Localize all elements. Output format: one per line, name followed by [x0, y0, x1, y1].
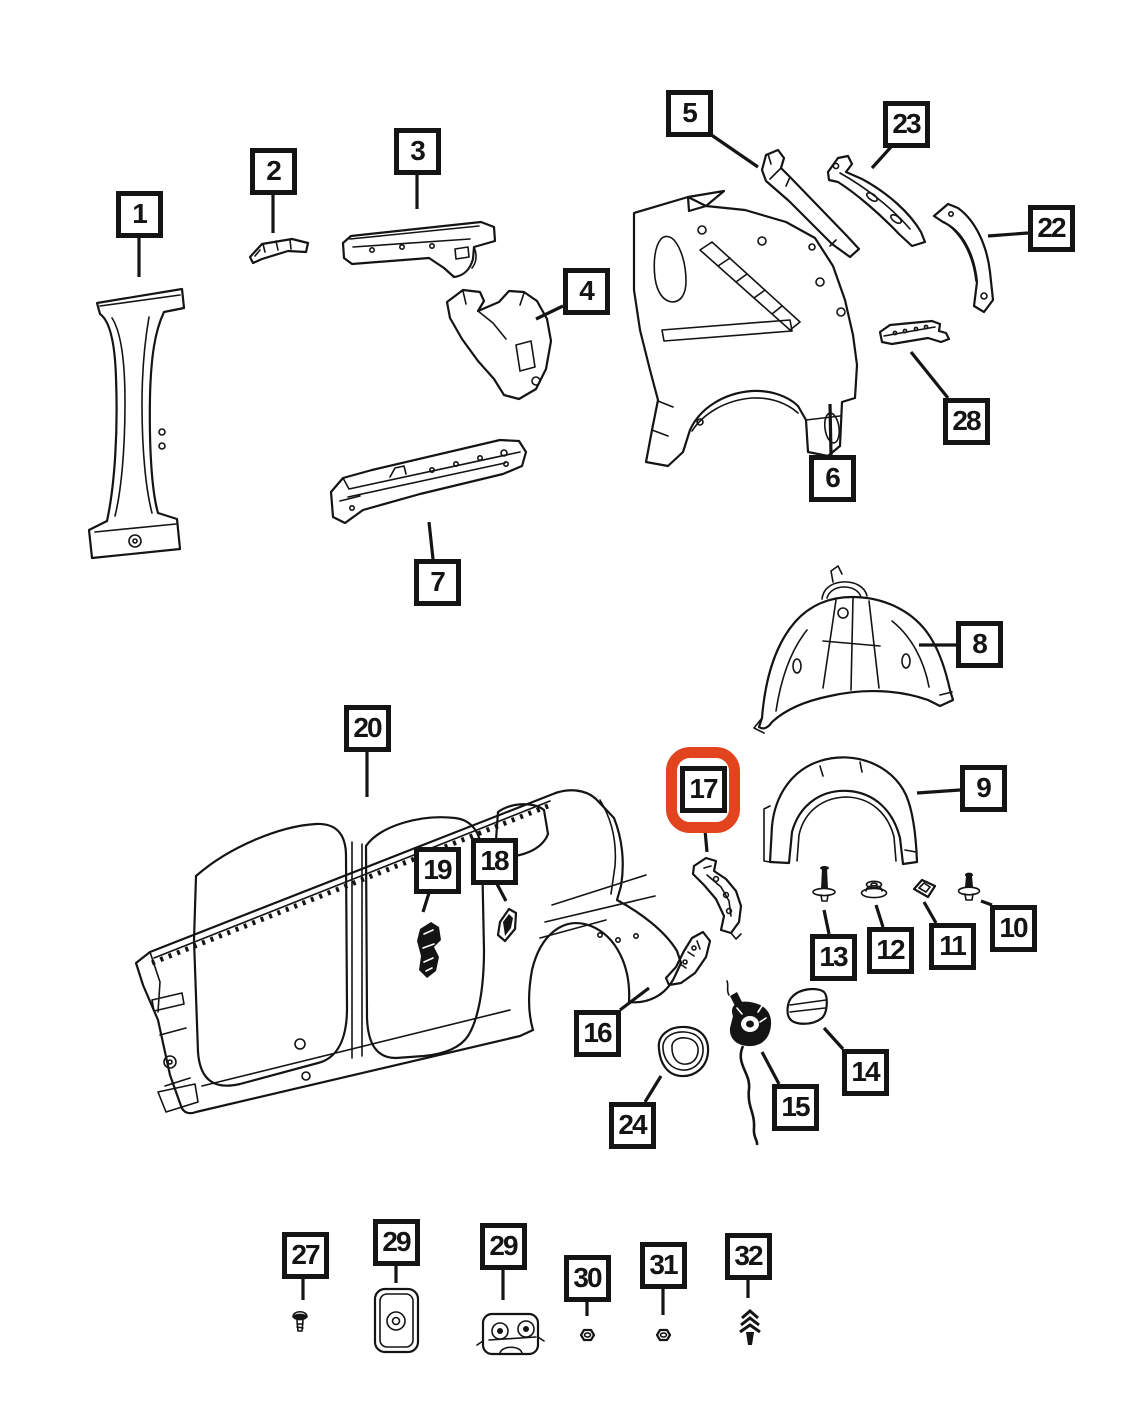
callout-box-10[interactable]: 10	[989, 904, 1037, 952]
part-drawing-18	[496, 907, 518, 943]
part-drawing-27-screw	[292, 1310, 308, 1332]
part-drawing-15-fuel-housing	[726, 980, 772, 1146]
leader-lines	[137, 132, 1029, 1316]
leader-line-24	[643, 1075, 663, 1103]
callout-box-18[interactable]: 18	[470, 837, 518, 885]
leader-line-23	[870, 145, 893, 170]
leader-line-13	[822, 909, 831, 935]
part-drawing-29-plug	[373, 1287, 420, 1354]
part-drawing-23	[826, 154, 927, 248]
leader-line-28	[909, 350, 950, 400]
part-drawing-8	[753, 565, 955, 734]
leader-line-22	[987, 231, 1029, 238]
leader-line-17	[703, 829, 709, 853]
part-drawing-1	[87, 287, 186, 560]
part-drawing-2	[248, 237, 310, 265]
callout-box-23[interactable]: 23	[882, 100, 930, 148]
callout-box-3[interactable]: 3	[393, 127, 441, 175]
part-drawing-28	[878, 319, 951, 346]
leader-line-5	[709, 132, 759, 169]
part-drawing-11-clip	[912, 878, 937, 899]
leader-line-4	[535, 304, 564, 321]
callout-box-28[interactable]: 28	[942, 397, 990, 445]
part-drawing-32-clip	[739, 1309, 761, 1345]
callout-box-4[interactable]: 4	[562, 267, 610, 315]
callout-box-24[interactable]: 24	[608, 1101, 656, 1149]
part-drawing-9	[763, 756, 919, 866]
callout-box-20[interactable]: 20	[343, 704, 391, 752]
part-drawing-31-nut	[655, 1328, 672, 1342]
part-drawing-22	[932, 202, 995, 314]
leader-line-11	[922, 901, 938, 924]
callout-box-22[interactable]: 22	[1027, 204, 1075, 252]
leader-line-14	[822, 1026, 845, 1051]
callout-box-9[interactable]: 9	[959, 764, 1007, 812]
callout-box-29b[interactable]: 29	[479, 1222, 527, 1270]
part-drawing-3	[341, 220, 497, 279]
leader-line-15	[760, 1051, 781, 1085]
leader-line-16	[619, 986, 650, 1012]
callout-box-31[interactable]: 31	[639, 1241, 687, 1289]
callout-box-11[interactable]: 11	[928, 922, 976, 970]
part-drawing-19	[417, 922, 441, 978]
callout-box-29a[interactable]: 29	[372, 1218, 420, 1266]
part-drawing-10-pin	[957, 872, 981, 901]
callout-box-14[interactable]: 14	[841, 1048, 889, 1096]
part-drawing-5	[760, 148, 861, 259]
part-drawing-29-plate	[476, 1312, 545, 1356]
callout-box-7[interactable]: 7	[413, 558, 461, 606]
part-drawing-17	[691, 856, 743, 940]
callout-box-5[interactable]: 5	[665, 89, 713, 137]
part-drawing-30-nut	[579, 1328, 596, 1342]
callout-box-12[interactable]: 12	[866, 926, 914, 974]
callout-box-15[interactable]: 15	[771, 1083, 819, 1131]
part-drawing-24-seal	[657, 1025, 710, 1078]
leader-line-18	[495, 883, 508, 902]
part-drawing-4	[445, 288, 553, 401]
leader-line-19	[421, 892, 431, 913]
callout-box-1[interactable]: 1	[115, 190, 163, 238]
part-drawing-13-bolt	[812, 866, 836, 902]
callout-box-8[interactable]: 8	[955, 620, 1003, 668]
callout-box-32[interactable]: 32	[724, 1232, 772, 1280]
leader-line-7	[427, 521, 435, 560]
callout-box-2[interactable]: 2	[249, 147, 297, 195]
leader-line-9	[916, 788, 961, 795]
leader-line-10	[980, 899, 993, 907]
part-drawing-20	[134, 789, 683, 1115]
part-drawing-16	[664, 930, 712, 987]
callout-box-16[interactable]: 16	[573, 1009, 621, 1057]
part-drawing-14-fuel-door	[786, 987, 828, 1025]
leader-line-6	[828, 403, 833, 456]
callout-box-19[interactable]: 19	[413, 846, 461, 894]
callout-box-27[interactable]: 27	[281, 1231, 329, 1279]
part-drawing-6	[632, 189, 859, 468]
callout-box-13[interactable]: 13	[809, 933, 857, 981]
part-drawing-7	[329, 438, 528, 525]
callout-box-17[interactable]: 17	[679, 765, 727, 813]
callout-box-30[interactable]: 30	[563, 1254, 611, 1302]
leader-line-12	[874, 904, 885, 928]
callout-box-6[interactable]: 6	[808, 454, 856, 502]
part-drawing-12-nut	[860, 880, 888, 899]
